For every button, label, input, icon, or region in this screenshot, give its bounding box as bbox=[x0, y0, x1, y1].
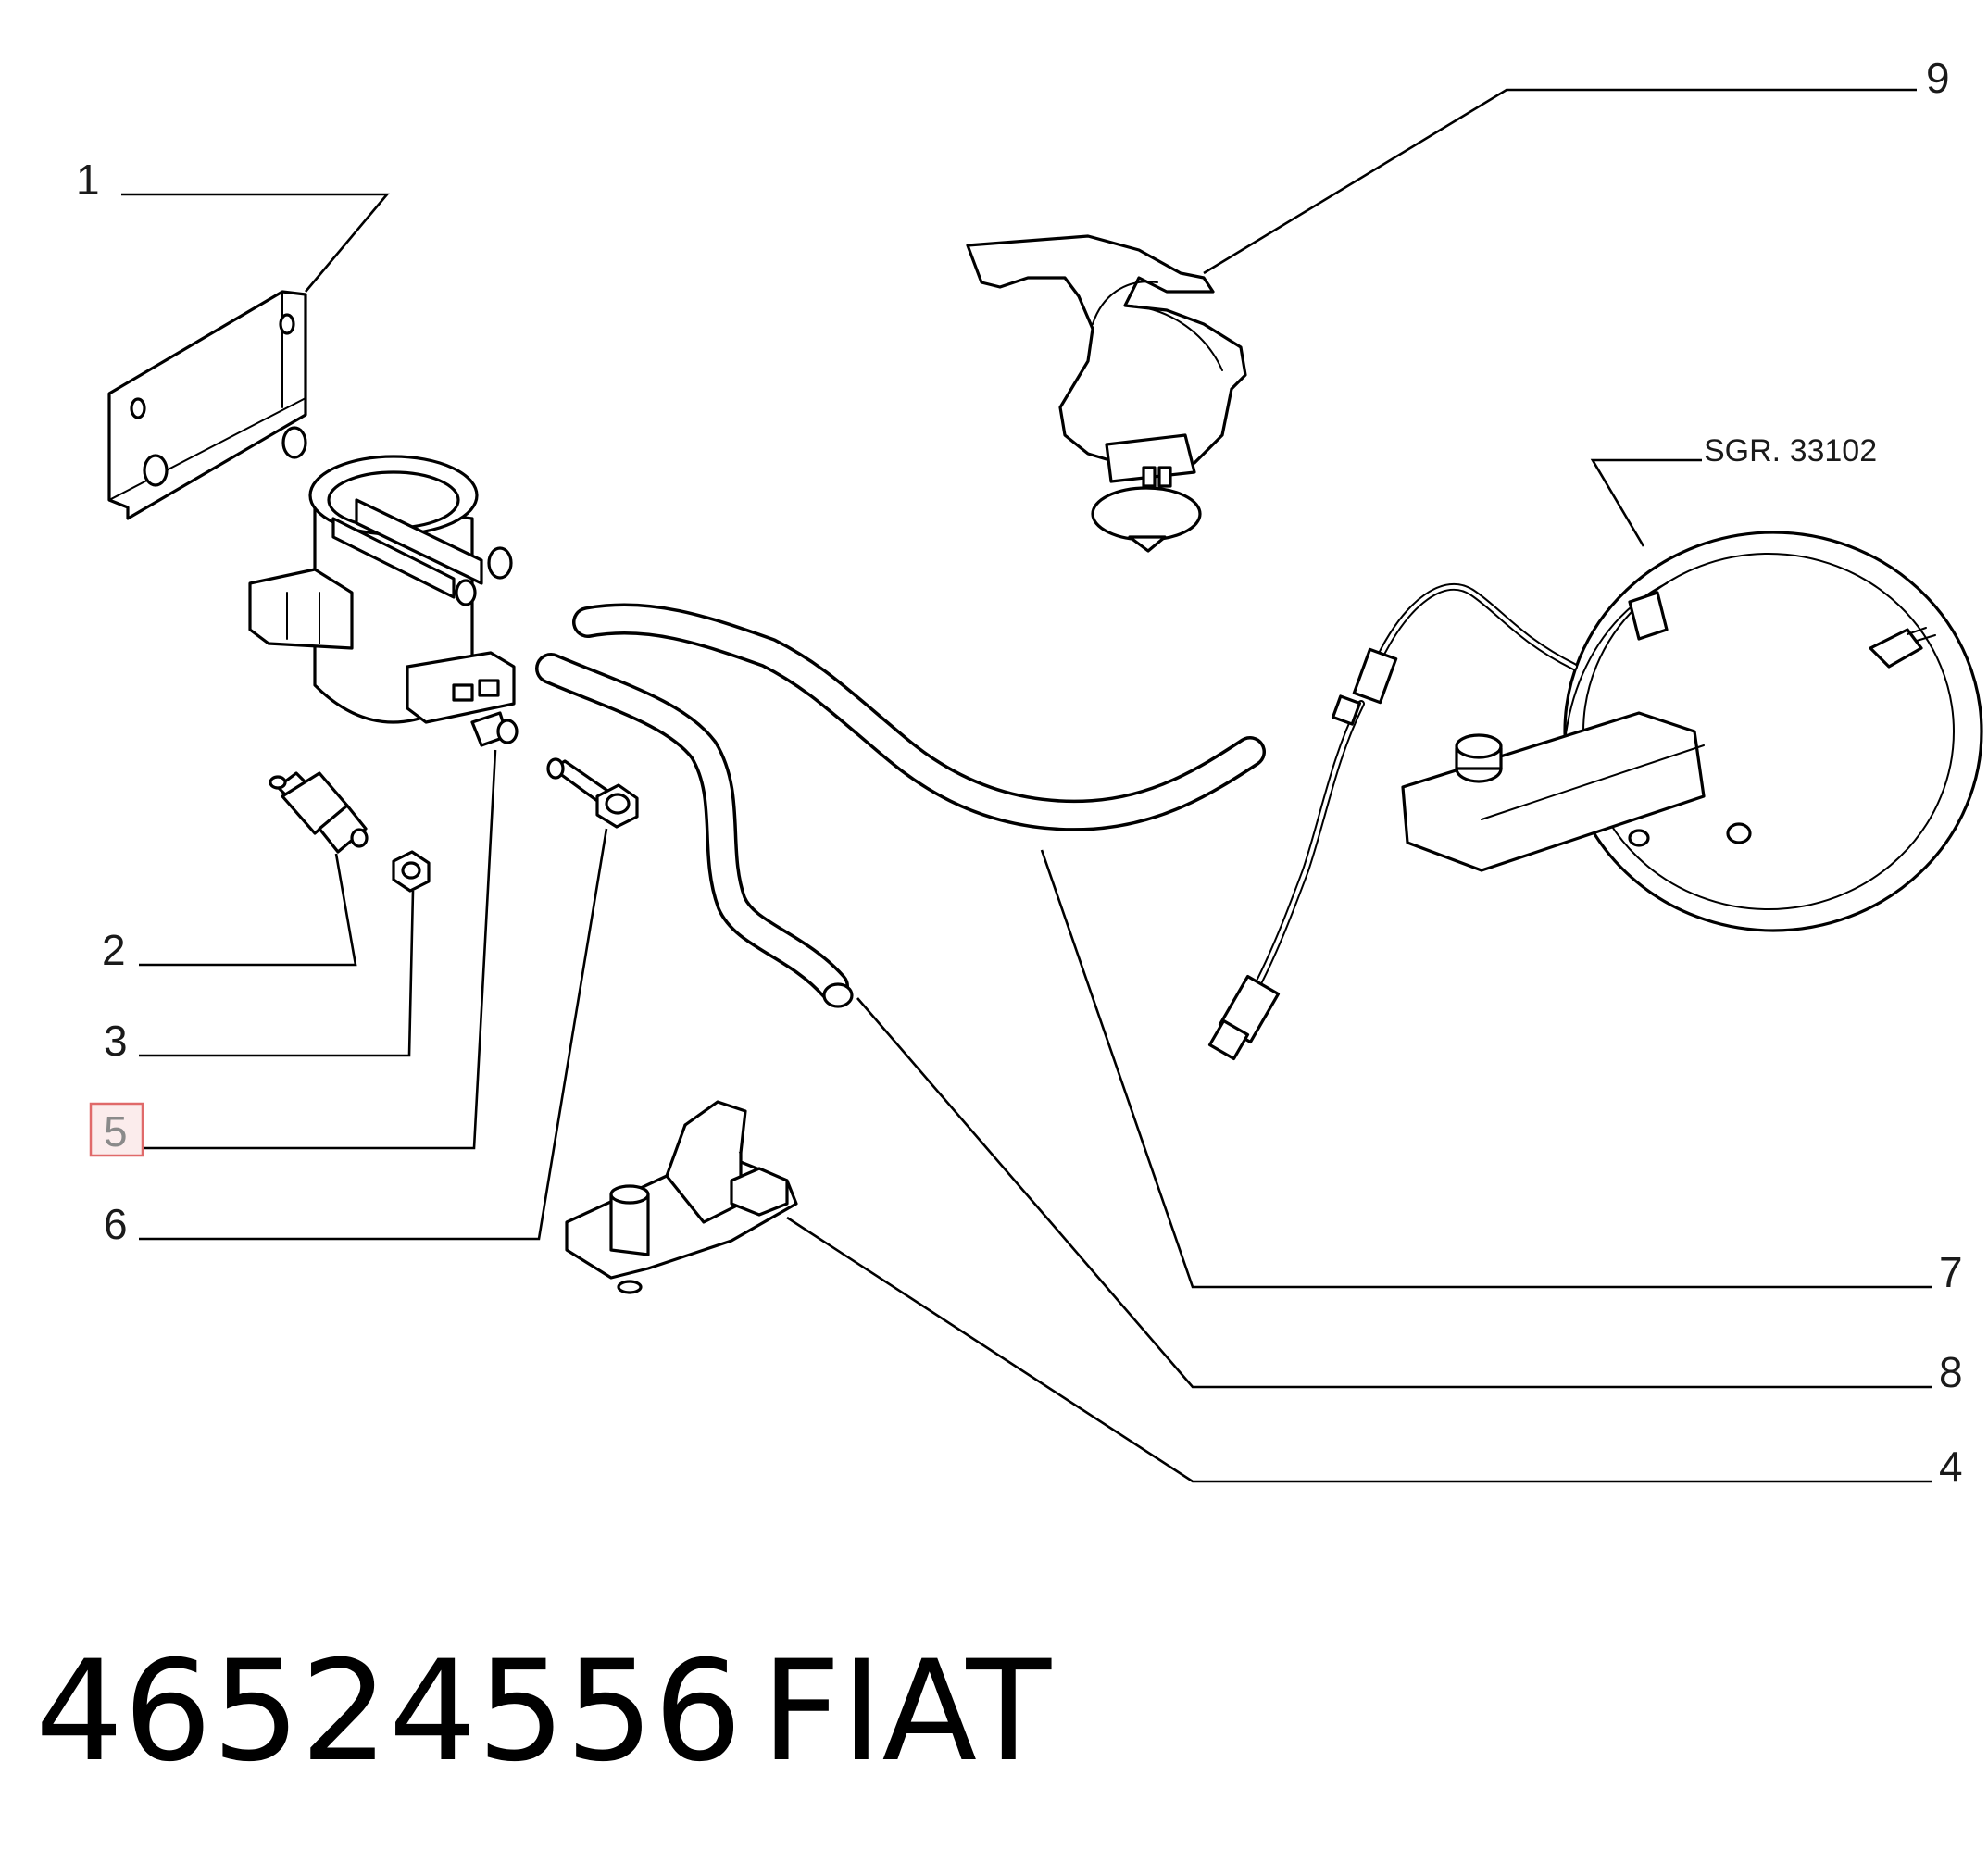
callout-7[interactable]: 7 bbox=[1939, 1248, 1963, 1296]
callout-5[interactable]: 5 bbox=[104, 1107, 128, 1156]
part-2-check-valve bbox=[269, 771, 369, 854]
callout-2[interactable]: 2 bbox=[102, 926, 126, 974]
callout-5-highlight bbox=[89, 1102, 144, 1157]
leader-lines bbox=[121, 88, 1932, 1483]
part-3-nut bbox=[392, 850, 431, 893]
part-9-pipe-clip bbox=[966, 234, 1247, 553]
callout-4[interactable]: 4 bbox=[1939, 1443, 1963, 1491]
callout-6[interactable]: 6 bbox=[104, 1200, 128, 1248]
callout-3[interactable]: 3 bbox=[104, 1017, 128, 1065]
callout-8[interactable]: 8 bbox=[1939, 1348, 1963, 1396]
part-4-support-bracket bbox=[565, 1100, 798, 1294]
part-6-bolt bbox=[546, 757, 639, 829]
callout-9[interactable]: 9 bbox=[1926, 54, 1950, 102]
part-number: 46524556 bbox=[35, 1631, 742, 1793]
reference-label[interactable]: SGR. 33102 bbox=[1704, 433, 1877, 469]
brand-name: FIAT bbox=[761, 1631, 1052, 1793]
brake-servo-assembly bbox=[1401, 531, 1983, 932]
sensor-cable bbox=[1207, 582, 1578, 1061]
part-1-bracket bbox=[107, 290, 307, 520]
part-7-hose bbox=[572, 603, 1266, 831]
part-5-solenoid-valve bbox=[248, 455, 519, 747]
part-8-hose bbox=[535, 653, 854, 1008]
callout-1[interactable]: 1 bbox=[76, 156, 100, 204]
